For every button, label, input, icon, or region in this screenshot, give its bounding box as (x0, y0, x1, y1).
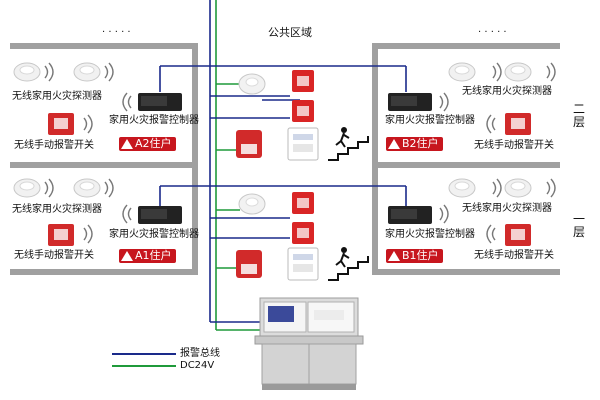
public-smoke-detector-2 (238, 73, 266, 95)
label-wireless-switch-b2: 无线手动报警开关 (474, 140, 554, 151)
wireless-icon-b2-ctrl (439, 92, 449, 112)
wireless-icon-a1-switch (83, 224, 93, 244)
label-wireless-switch-a2: 无线手动报警开关 (14, 140, 94, 151)
alarm-bus-wiring (159, 0, 407, 323)
floor-label-lower: 一层 (572, 212, 585, 239)
wireless-icon-b1-ctrl (439, 204, 449, 224)
central-fire-control-console (254, 297, 364, 390)
detector-a2-2 (73, 62, 101, 82)
warning-icon (121, 251, 133, 261)
apartment-name: B2住户 (402, 137, 439, 150)
label-home-controller-a2: 家用火灾报警控制器 (109, 115, 199, 126)
label-home-controller-a1: 家用火灾报警控制器 (109, 229, 199, 240)
wireless-icon-b2-2 (546, 62, 556, 82)
wireless-icon-a1-ctrl (122, 204, 132, 224)
dc24v-wiring (215, 0, 262, 331)
detector-b2-1 (448, 62, 476, 82)
detector-b1-1 (448, 178, 476, 198)
wall-top-right (372, 43, 560, 49)
label-home-controller-b1: 家用火灾报警控制器 (385, 229, 475, 240)
wireless-icon-b1-1 (492, 178, 502, 198)
label-wireless-detector-b2: 无线家用火灾探测器 (462, 86, 552, 97)
detector-a2-1 (13, 62, 41, 82)
label-wireless-switch-b1: 无线手动报警开关 (474, 250, 554, 261)
apartment-name: A2住户 (135, 137, 172, 150)
wireless-icon-a1-1 (44, 178, 54, 198)
wall-left-column (192, 43, 198, 275)
wireless-icon-b1-2 (546, 178, 556, 198)
building-walls (10, 43, 560, 275)
floor-label-upper: 二层 (572, 102, 585, 129)
more-apartments-left-dots: · · · · · (102, 27, 131, 38)
wireless-icon-a2-2 (104, 62, 114, 82)
wireless-icon-b1-switch (486, 224, 496, 244)
evacuation-stairs-icon-2 (328, 127, 369, 161)
wall-mid-left (10, 162, 198, 168)
apartment-name: B1住户 (402, 249, 439, 262)
detector-b2-2 (504, 62, 532, 82)
wireless-icon-b2-switch (486, 114, 496, 134)
warning-icon (388, 139, 400, 149)
apartment-label-b1: B1住户 (386, 249, 443, 263)
detector-a1-2 (73, 178, 101, 198)
label-wireless-detector-a2: 无线家用火灾探测器 (12, 91, 102, 102)
wireless-icon-b2-1 (492, 62, 502, 82)
label-wireless-detector-a1: 无线家用火灾探测器 (12, 204, 102, 215)
evacuation-stairs-icon-1 (328, 247, 369, 281)
apartment-label-b2: B2住户 (386, 137, 443, 151)
detector-a1-1 (13, 178, 41, 198)
legend-alarm-bus-label: 报警总线 (180, 348, 220, 359)
wall-mid-right (372, 162, 560, 168)
warning-icon (388, 251, 400, 261)
wireless-icon-a2-ctrl (122, 92, 132, 112)
detector-b1-2 (504, 178, 532, 198)
wireless-icon-a2-switch (83, 114, 93, 134)
apartment-name: A1住户 (135, 249, 172, 262)
label-wireless-switch-a1: 无线手动报警开关 (14, 250, 94, 261)
apartment-label-a1: A1住户 (119, 249, 176, 263)
wall-top-left (10, 43, 198, 49)
apartment-label-a2: A2住户 (119, 137, 176, 151)
wireless-icon-a1-2 (104, 178, 114, 198)
public-area-label: 公共区域 (268, 26, 312, 39)
wall-right-column (372, 43, 378, 275)
public-smoke-detector-1 (238, 193, 266, 215)
label-home-controller-b2: 家用火灾报警控制器 (385, 115, 475, 126)
wall-bottom-right (372, 269, 560, 275)
wireless-icon-a2-1 (44, 62, 54, 82)
wall-bottom-left (10, 269, 198, 275)
warning-icon (121, 139, 133, 149)
label-wireless-detector-b1: 无线家用火灾探测器 (462, 203, 552, 214)
legend-dc24v-label: DC24V (180, 360, 215, 371)
more-apartments-right-dots: · · · · · (478, 27, 507, 38)
